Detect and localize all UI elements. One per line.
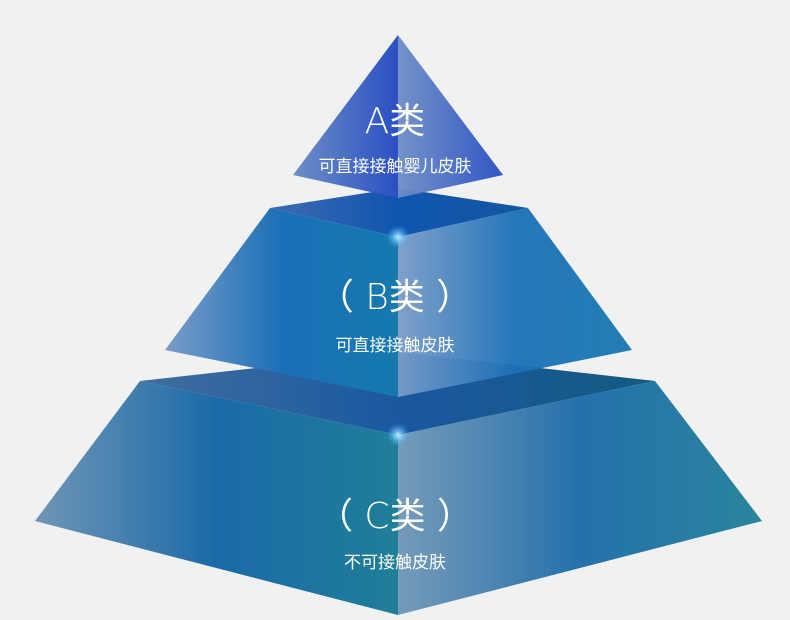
tier-b-right-face bbox=[398, 208, 632, 397]
tier-a-left-face bbox=[293, 35, 398, 198]
tier-c-title: （ C类 ） bbox=[316, 496, 474, 537]
tier-a-title: A类 bbox=[364, 101, 426, 142]
tier-a-right-face bbox=[398, 35, 503, 198]
tier-c-right-face bbox=[398, 381, 762, 615]
tier-b-subtitle: 可直接接触皮肤 bbox=[335, 336, 455, 356]
tier-b-title: （ B类 ） bbox=[317, 277, 473, 318]
tier-c-subtitle: 不可接触皮肤 bbox=[344, 553, 446, 573]
tier-a-subtitle: 可直接接触婴儿皮肤 bbox=[318, 157, 472, 177]
tier-c-left-face bbox=[35, 381, 398, 615]
tier-b-left-face bbox=[165, 208, 398, 397]
tier-b-top-face bbox=[270, 188, 528, 237]
